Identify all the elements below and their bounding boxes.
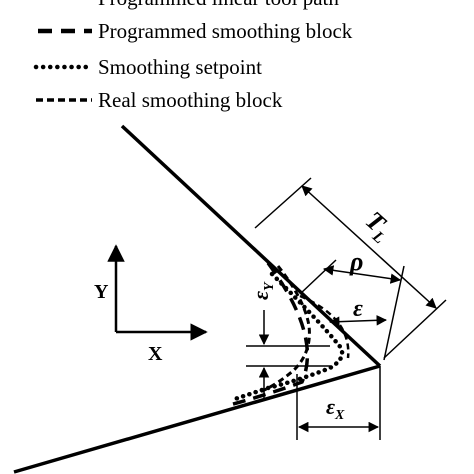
- legend-label-real-smoothing: Real smoothing block: [98, 88, 283, 112]
- tl-extension-bottom: [383, 299, 447, 359]
- real-smoothing-curve: [259, 265, 311, 394]
- epsilon-dimension-line: [328, 315, 388, 327]
- epsilon-y-dimension: εY: [246, 281, 330, 398]
- rho-extension-top: [299, 259, 337, 295]
- epsilon-dimension: ε: [328, 296, 388, 327]
- epsilon-y-label: εY: [248, 281, 277, 300]
- y-axis-label: Y: [94, 281, 109, 303]
- epsilon-x-dimension: εX: [296, 366, 381, 440]
- tool-path: [13, 124, 382, 474]
- rho-label: ρ: [349, 247, 363, 276]
- x-axis-label: X: [148, 343, 163, 365]
- smoothing-curves: [225, 261, 350, 408]
- epsilon-x-label: εX: [326, 394, 345, 423]
- legend: Programmed linear tool path Programmed s…: [33, 0, 353, 112]
- legend-label-setpoint: Smoothing setpoint: [98, 55, 262, 79]
- xy-axes: Y X: [94, 244, 208, 365]
- tool-path-upper-segment: [120, 124, 382, 368]
- epsilon-label: ε: [353, 296, 363, 322]
- smoothing-setpoint-curve: [229, 271, 345, 403]
- tl-extension-top: [254, 177, 312, 229]
- legend-label-programmed-smoothing: Programmed smoothing block: [98, 19, 353, 43]
- programmed-smoothing-curve: [225, 261, 310, 408]
- rho-dimension-line: [322, 265, 402, 284]
- rho-dimension: ρ: [299, 247, 405, 361]
- rho-extension-bottom: [383, 265, 405, 361]
- tool-path-lower-segment: [13, 364, 381, 474]
- tl-dimension-line: [301, 185, 437, 309]
- legend-label-linear-path: Programmed linear tool path: [98, 0, 339, 10]
